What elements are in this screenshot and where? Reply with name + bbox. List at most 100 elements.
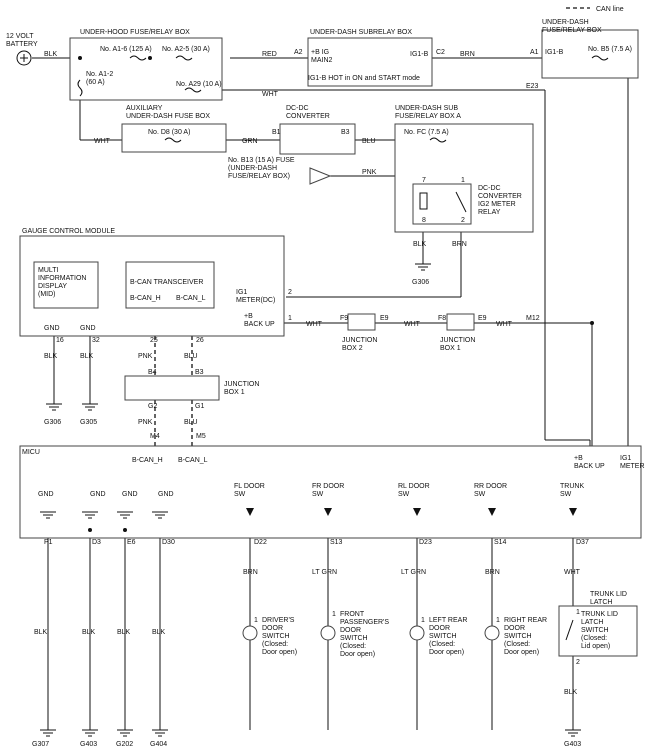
under-hood-box-title: UNDER-HOOD FUSE/RELAY BOX <box>80 29 190 36</box>
micu-pin-m5: M5 <box>196 433 206 440</box>
micu-pin-e6: E6 <box>127 539 136 546</box>
fuse-d8-label: No. D8 (30 A) <box>148 129 190 136</box>
dcdc-pin-b3: B3 <box>341 129 350 136</box>
front-pass-door-switch-icon <box>320 625 336 641</box>
wire-red: RED <box>262 51 277 58</box>
micu-pin-s13: S13 <box>330 539 343 546</box>
micu-gnd-d30: GND <box>158 491 174 498</box>
left-rear-switch-5: Door open) <box>429 649 464 656</box>
bcan-transceiver-box <box>125 261 215 309</box>
right-rear-switch-2: DOOR <box>504 625 525 632</box>
subrelay-box-title: UNDER-DASH SUBRELAY BOX <box>310 29 412 36</box>
ground-g403-trunk-label: G403 <box>564 741 581 748</box>
relay-label-2: CONVERTER <box>478 193 522 200</box>
gcm-gnd-2: GND <box>80 325 96 332</box>
jb2-label-1: JUNCTION <box>342 337 377 344</box>
mid-label-4: (MID) <box>38 291 56 298</box>
left-rear-switch-pin: 1 <box>421 617 425 624</box>
wire-blk-relay: BLK <box>413 241 427 248</box>
jb1-top-label-2: BOX 1 <box>440 345 461 352</box>
jb1-top-pin-f8: F8 <box>438 315 446 322</box>
micu-pin-m4: M4 <box>150 433 160 440</box>
micu-pin-d37: D37 <box>576 539 589 546</box>
ground-g306-icon <box>46 403 62 411</box>
dash-fuse-ig1b: IG1-B <box>545 49 564 56</box>
jb2-pin-e9: E9 <box>380 315 389 322</box>
trunk-switch-pin-1: 1 <box>576 609 580 616</box>
micu-box <box>19 445 642 539</box>
wire-blk-trunk: BLK <box>564 689 578 696</box>
micu-fl-2: SW <box>234 491 246 498</box>
ground-g404-icon <box>152 729 168 737</box>
sub-box-a-title-1: UNDER-DASH SUB <box>395 105 458 112</box>
fuse-a12-icon <box>77 79 83 97</box>
subrelay-pin-c2: C2 <box>436 49 445 56</box>
micu-pin-d30: D30 <box>162 539 175 546</box>
dcdc-title-1: DC-DC <box>286 105 309 112</box>
front-pass-switch-2: PASSENGER'S <box>340 619 389 626</box>
micu-pin-p1: P1 <box>44 539 53 546</box>
trunk-switch-2: LATCH <box>581 619 603 626</box>
relay-label-3: IG2 METER <box>478 201 516 208</box>
trunk-switch-1: TRUNK LID <box>581 611 618 618</box>
right-rear-switch-pin: 1 <box>496 617 500 624</box>
gcm-pin-32: 32 <box>92 337 100 344</box>
jb1-can-pin-b3: B3 <box>195 369 204 376</box>
gcm-gnd-1: GND <box>44 325 60 332</box>
micu-rr-1: RR DOOR <box>474 483 507 490</box>
drivers-switch-1: DRIVER'S <box>262 617 295 624</box>
subrelay-pin-a2: A2 <box>294 49 303 56</box>
right-rear-switch-1: RIGHT REAR <box>504 617 547 624</box>
b13-fuse-label-1: No. B13 (15 A) FUSE <box>228 157 295 164</box>
gcm-pin-16: 16 <box>56 337 64 344</box>
junction-box-1-can <box>124 375 220 401</box>
fuse-a12-label-2: (60 A) <box>86 79 105 86</box>
right-rear-switch-5: Door open) <box>504 649 539 656</box>
component-boxes <box>16 29 642 657</box>
left-rear-switch-2: DOOR <box>429 625 450 632</box>
micu-backup-1: +B <box>574 455 583 462</box>
wire-brn-rr: BRN <box>485 569 500 576</box>
relay-label-1: DC-DC <box>478 185 501 192</box>
trunk-switch-4: (Closed: <box>581 635 607 642</box>
micu-rl-1: RL DOOR <box>398 483 430 490</box>
micu-pin-s14: S14 <box>494 539 507 546</box>
ground-g306-top-icon <box>415 263 431 271</box>
fuse-a25-label: No. A2-5 (30 A) <box>162 46 210 53</box>
micu-fl-1: FL DOOR <box>234 483 265 490</box>
micu-rl-2: SW <box>398 491 410 498</box>
aux-box-title-2: UNDER-DASH FUSE BOX <box>126 113 210 120</box>
relay-inner-box <box>412 183 472 225</box>
jb1-can-pin-g1: G1 <box>195 403 204 410</box>
fuse-a29-label: No. A29 (10 A) <box>176 81 222 88</box>
chassis-ground-p1-icon <box>40 511 56 519</box>
wire-wht-backup-2: WHT <box>404 321 421 328</box>
fuse-a16-label: No. A1-6 (125 A) <box>100 46 152 53</box>
relay-pin-1: 1 <box>461 177 465 184</box>
micu-pin-d22: D22 <box>254 539 267 546</box>
drivers-switch-4: (Closed: <box>262 641 288 648</box>
jb1-top-label-1: JUNCTION <box>440 337 475 344</box>
mid-label-2: INFORMATION <box>38 275 86 282</box>
trunk-switch-icon <box>565 619 574 641</box>
battery-label-2: BATTERY <box>6 41 38 48</box>
micu-pin-d23: D23 <box>419 539 432 546</box>
jb1-can-label-2: BOX 1 <box>224 389 245 396</box>
left-rear-switch-3: SWITCH <box>429 633 457 640</box>
wire-pnk-b13: PNK <box>362 169 377 176</box>
wire-pnk-can: PNK <box>138 353 153 360</box>
gcm-pin-1: 1 <box>288 315 292 322</box>
micu-pin-d3: D3 <box>92 539 101 546</box>
fuse-a12-label-1: No. A1-2 <box>86 71 113 78</box>
drivers-switch-pin: 1 <box>254 617 258 624</box>
ground-g306-label: G306 <box>44 419 61 426</box>
wire-wht-trunk: WHT <box>564 569 581 576</box>
front-pass-switch-pin: 1 <box>332 611 336 618</box>
fuse-fc-label: No. FC (7.5 A) <box>404 129 449 136</box>
relay-pin-8: 8 <box>422 217 426 224</box>
relay-pin-7: 7 <box>422 177 426 184</box>
under-hood-fuse-box <box>69 37 223 101</box>
drivers-door-switch-icon <box>242 625 258 641</box>
micu-gnd-d3: GND <box>90 491 106 498</box>
fuse-fc-icon <box>429 137 447 143</box>
